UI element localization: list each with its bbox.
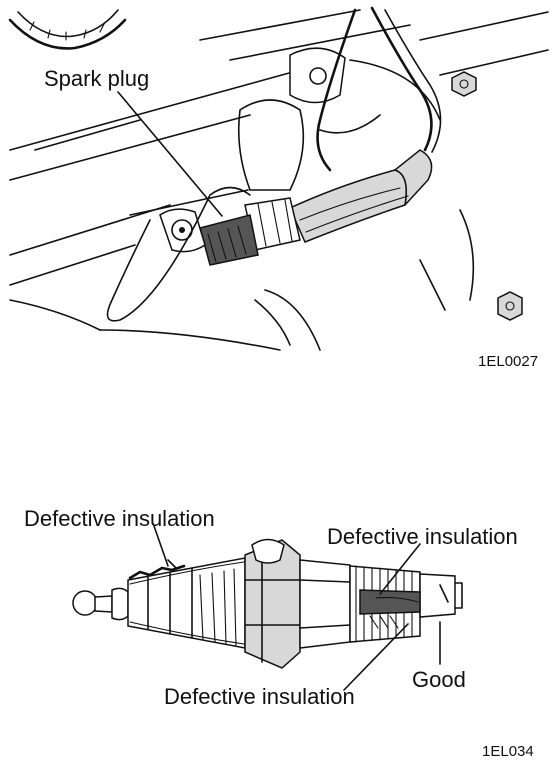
figure-code-bottom: 1EL034 [482, 743, 534, 760]
plug-insulator [127, 557, 246, 649]
spark-plug-inspection-illustration: Defective insulation Defective insulatio… [24, 506, 534, 760]
sensor-wire [106, 186, 251, 322]
spark-plug-leader [117, 91, 223, 217]
plug-firing-end [359, 573, 463, 629]
engine-installation-illustration: Spark plug 1EL0027 [8, 6, 549, 370]
good-callout: Good [412, 667, 466, 692]
figure-code-top: 1EL0027 [478, 353, 538, 370]
leader-lower [343, 623, 409, 691]
defective-insulation-callout-lower: Defective insulation [164, 684, 355, 709]
leader-upper-right [379, 543, 421, 595]
leader-upper-left [153, 525, 169, 567]
plug-hex-shell [244, 538, 301, 669]
spark-plug-callout: Spark plug [44, 66, 149, 91]
hex-nut-lower [497, 291, 523, 321]
engine-boss [237, 47, 346, 191]
engine-body-lines [9, 9, 549, 351]
defective-insulation-callout-upper-left: Defective insulation [24, 506, 215, 531]
hex-nut-upper [451, 71, 477, 97]
cover-rim [8, 9, 127, 50]
defective-insulation-callout-upper-right: Defective insulation [327, 524, 518, 549]
plug-terminal [72, 587, 129, 621]
spark-plug-installed [159, 197, 301, 266]
spark-plug-boot [289, 149, 433, 243]
ignition-wire [316, 6, 442, 172]
